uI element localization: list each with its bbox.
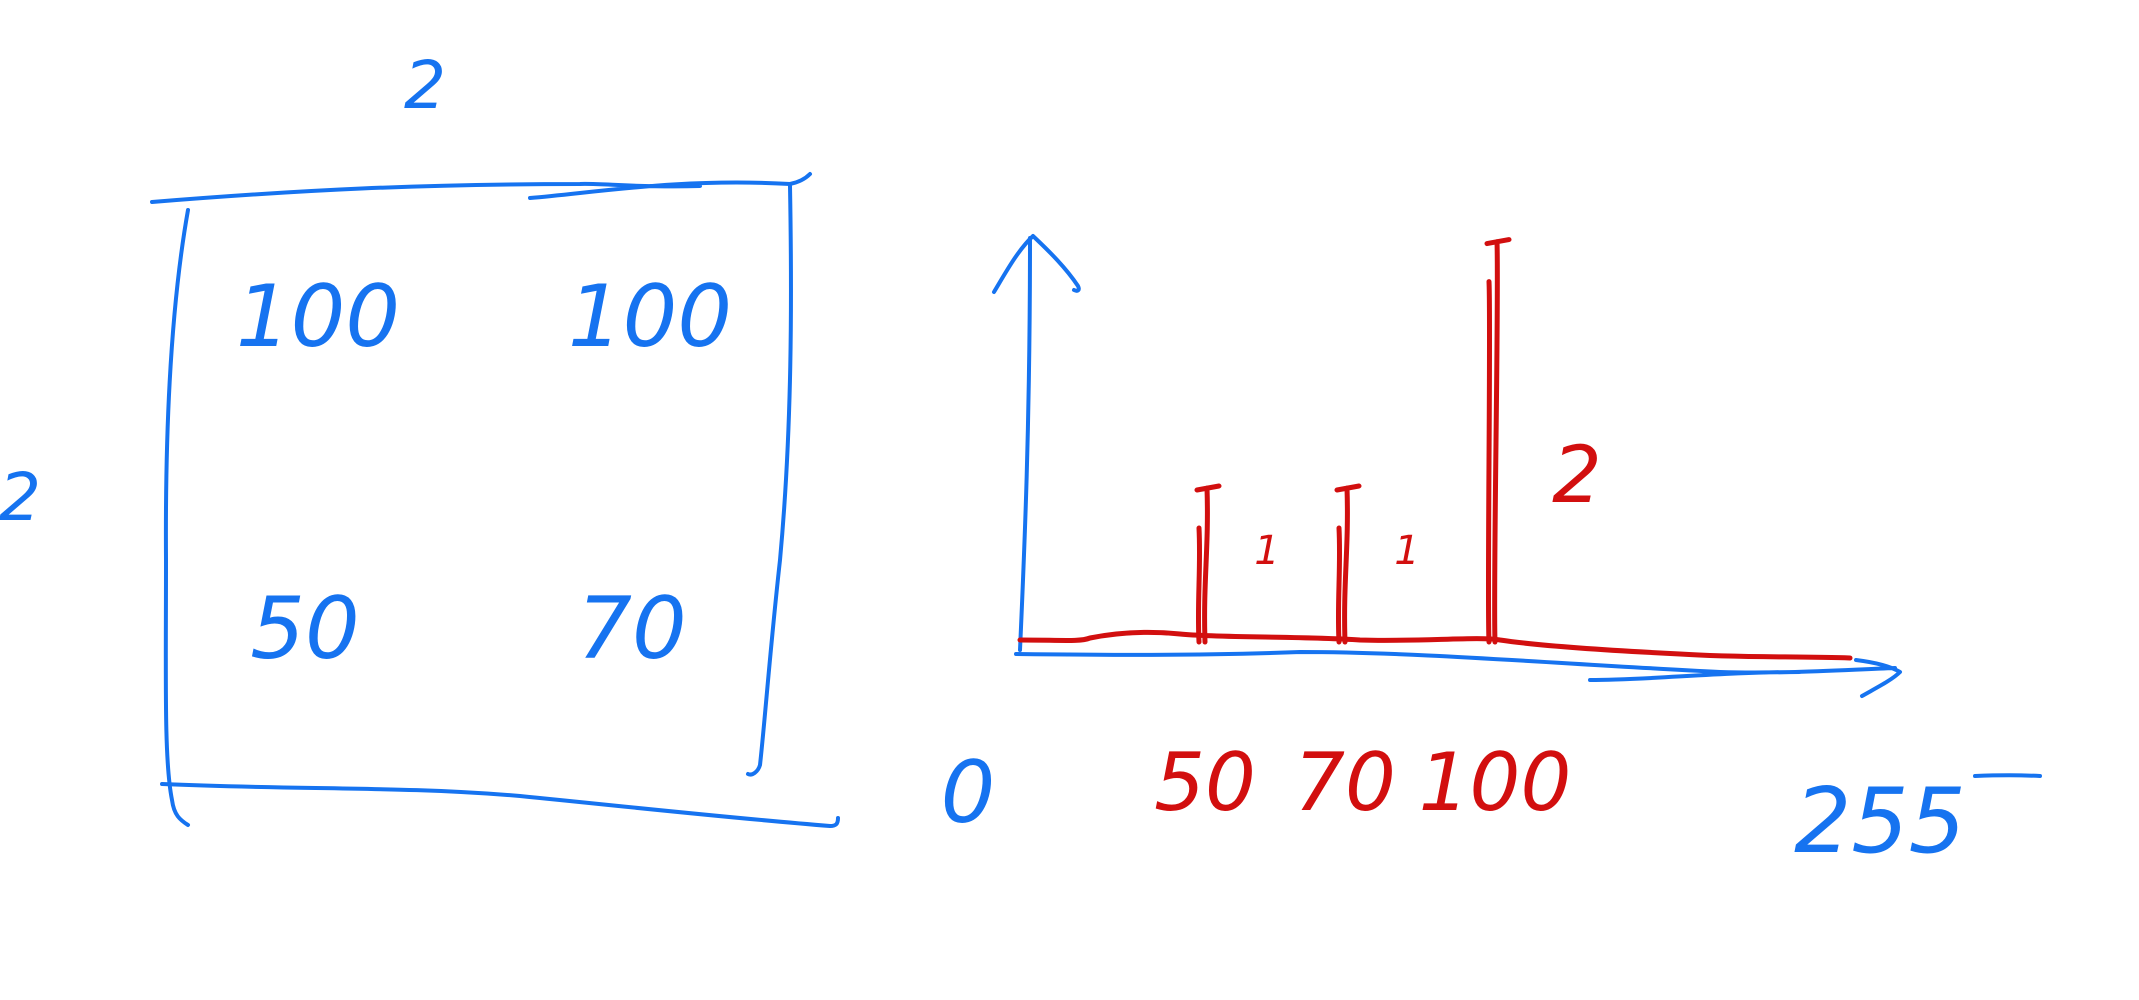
histogram-bar-50	[1194, 483, 1222, 645]
histogram-count-label-100: 2	[1552, 431, 1602, 521]
matrix-width-label: 2	[404, 47, 446, 124]
histogram-bin-label-70: 70	[1294, 736, 1396, 829]
histogram-bar-100	[1484, 237, 1512, 645]
matrix-cell-r2-c1: 50	[250, 579, 359, 679]
histogram-bin-label-50: 50	[1154, 736, 1256, 829]
matrix-cell-r1-c2: 100	[568, 267, 732, 367]
histogram-bars: 50 1 70 1 100 2	[1154, 237, 1602, 829]
histogram-bar-70	[1334, 483, 1362, 645]
histogram-baseline	[1017, 629, 1853, 661]
histogram-bin-label-100: 100	[1419, 736, 1572, 829]
histogram-count-label-50: 1	[1254, 528, 1279, 574]
matrix-cell-r2-c2: 70	[577, 579, 686, 679]
histogram-count-label-70: 1	[1394, 528, 1419, 574]
pixel-matrix: 2 2 100 100 50 70	[0, 47, 840, 828]
matrix-top-border	[150, 172, 812, 204]
histogram-x-axis	[1014, 650, 1902, 698]
matrix-left-border	[163, 208, 190, 827]
histogram-x-min-label: 0	[941, 743, 996, 843]
histogram-x-max-dash	[1973, 773, 2042, 778]
matrix-height-label: 2	[0, 459, 41, 536]
histogram-y-axis	[992, 234, 1081, 652]
matrix-bottom-border	[160, 782, 840, 828]
matrix-cell-r1-c1: 100	[236, 267, 400, 367]
matrix-right-border	[746, 184, 793, 777]
histogram-x-max-label: 255	[1794, 769, 1966, 874]
histogram: 50 1 70 1 100 2 0 255	[941, 234, 2042, 874]
